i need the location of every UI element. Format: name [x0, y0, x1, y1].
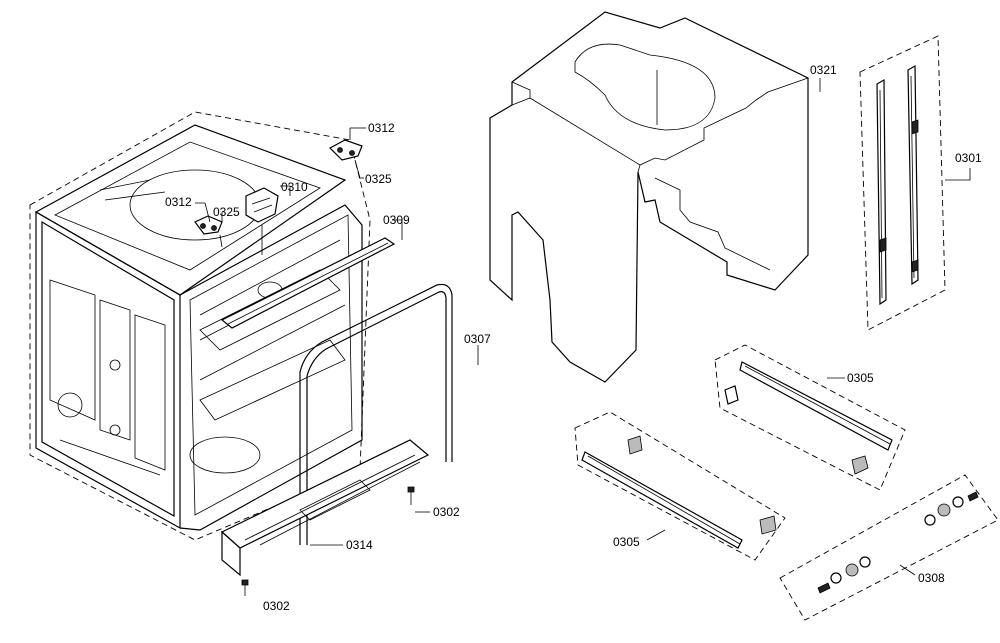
label-0301: 0301	[955, 151, 982, 165]
screw-0302-bottom	[241, 579, 249, 596]
label-0312-upper: 0312	[368, 121, 395, 135]
hinge-0310	[245, 187, 279, 255]
part-labels: 0312 0325 0312 0325 0310 0309 0307 0321 …	[165, 63, 982, 613]
bracket-0312-lower	[194, 215, 223, 248]
rail-0309	[220, 237, 396, 329]
label-0305-upper: 0305	[847, 371, 874, 385]
label-0307: 0307	[464, 332, 491, 346]
leader-lines	[195, 78, 971, 576]
label-0310: 0310	[281, 180, 308, 194]
door-seal-0307	[299, 283, 453, 545]
bracket-0312-upper	[329, 128, 363, 179]
label-0302-bottom: 0302	[263, 599, 290, 613]
side-trim-0301	[859, 35, 946, 331]
rail-0305-lower	[574, 411, 786, 561]
screw-0302-right	[407, 486, 415, 505]
hardware-kit-0308	[779, 474, 999, 621]
label-0321: 0321	[810, 63, 837, 77]
label-0325-upper: 0325	[365, 172, 392, 186]
insulation-blanket-0321	[489, 11, 809, 383]
label-0302-right: 0302	[433, 505, 460, 519]
label-0314: 0314	[346, 538, 373, 552]
tub-frame-assembly	[29, 111, 371, 541]
label-0309: 0309	[383, 213, 410, 227]
label-0312-lower: 0312	[165, 195, 192, 209]
label-0325-lower: 0325	[213, 205, 240, 219]
label-0308: 0308	[918, 571, 945, 585]
bottom-plate-0314	[220, 439, 430, 577]
rail-0305-upper	[714, 344, 906, 491]
label-0305-lower: 0305	[613, 535, 640, 549]
